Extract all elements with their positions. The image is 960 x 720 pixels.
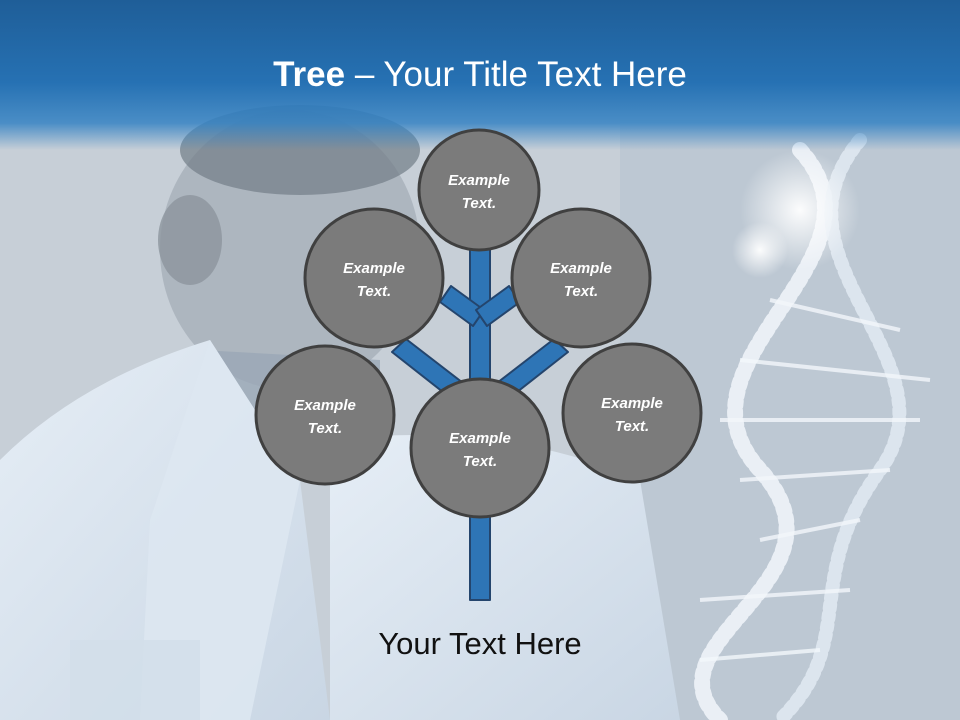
tree-node-lower-right[interactable]: Example Text. <box>561 342 703 484</box>
tree-node-upper-right[interactable]: Example Text. <box>510 207 652 349</box>
title-rest-part: – Your Title Text Here <box>345 55 687 94</box>
slide-title: Tree – Your Title Text Here <box>0 52 960 98</box>
title-bold-part: Tree <box>273 55 346 94</box>
node-label-line2: Text. <box>615 418 649 435</box>
node-label-line2: Text. <box>357 283 391 300</box>
node-label-line1: Example <box>448 172 510 189</box>
node-label-line1: Example <box>550 260 612 277</box>
tree-node-upper-left[interactable]: Example Text. <box>303 207 445 349</box>
node-label-line1: Example <box>343 260 405 277</box>
caption-text: Your Text Here <box>378 626 582 661</box>
tree-node-lower-left[interactable]: Example Text. <box>254 344 396 486</box>
tree-node-top[interactable]: Example Text. <box>417 128 541 252</box>
node-label-line1: Example <box>601 395 663 412</box>
node-label-line1: Example <box>449 430 511 447</box>
tree-node-center[interactable]: Example Text. <box>409 377 551 519</box>
node-label-line2: Text. <box>462 195 496 212</box>
node-label-line2: Text. <box>308 420 342 437</box>
node-label-line2: Text. <box>463 453 497 470</box>
header-band <box>0 0 960 150</box>
dna-helix-decoration <box>694 133 931 720</box>
node-label-line2: Text. <box>564 283 598 300</box>
node-label-line1: Example <box>294 397 356 414</box>
